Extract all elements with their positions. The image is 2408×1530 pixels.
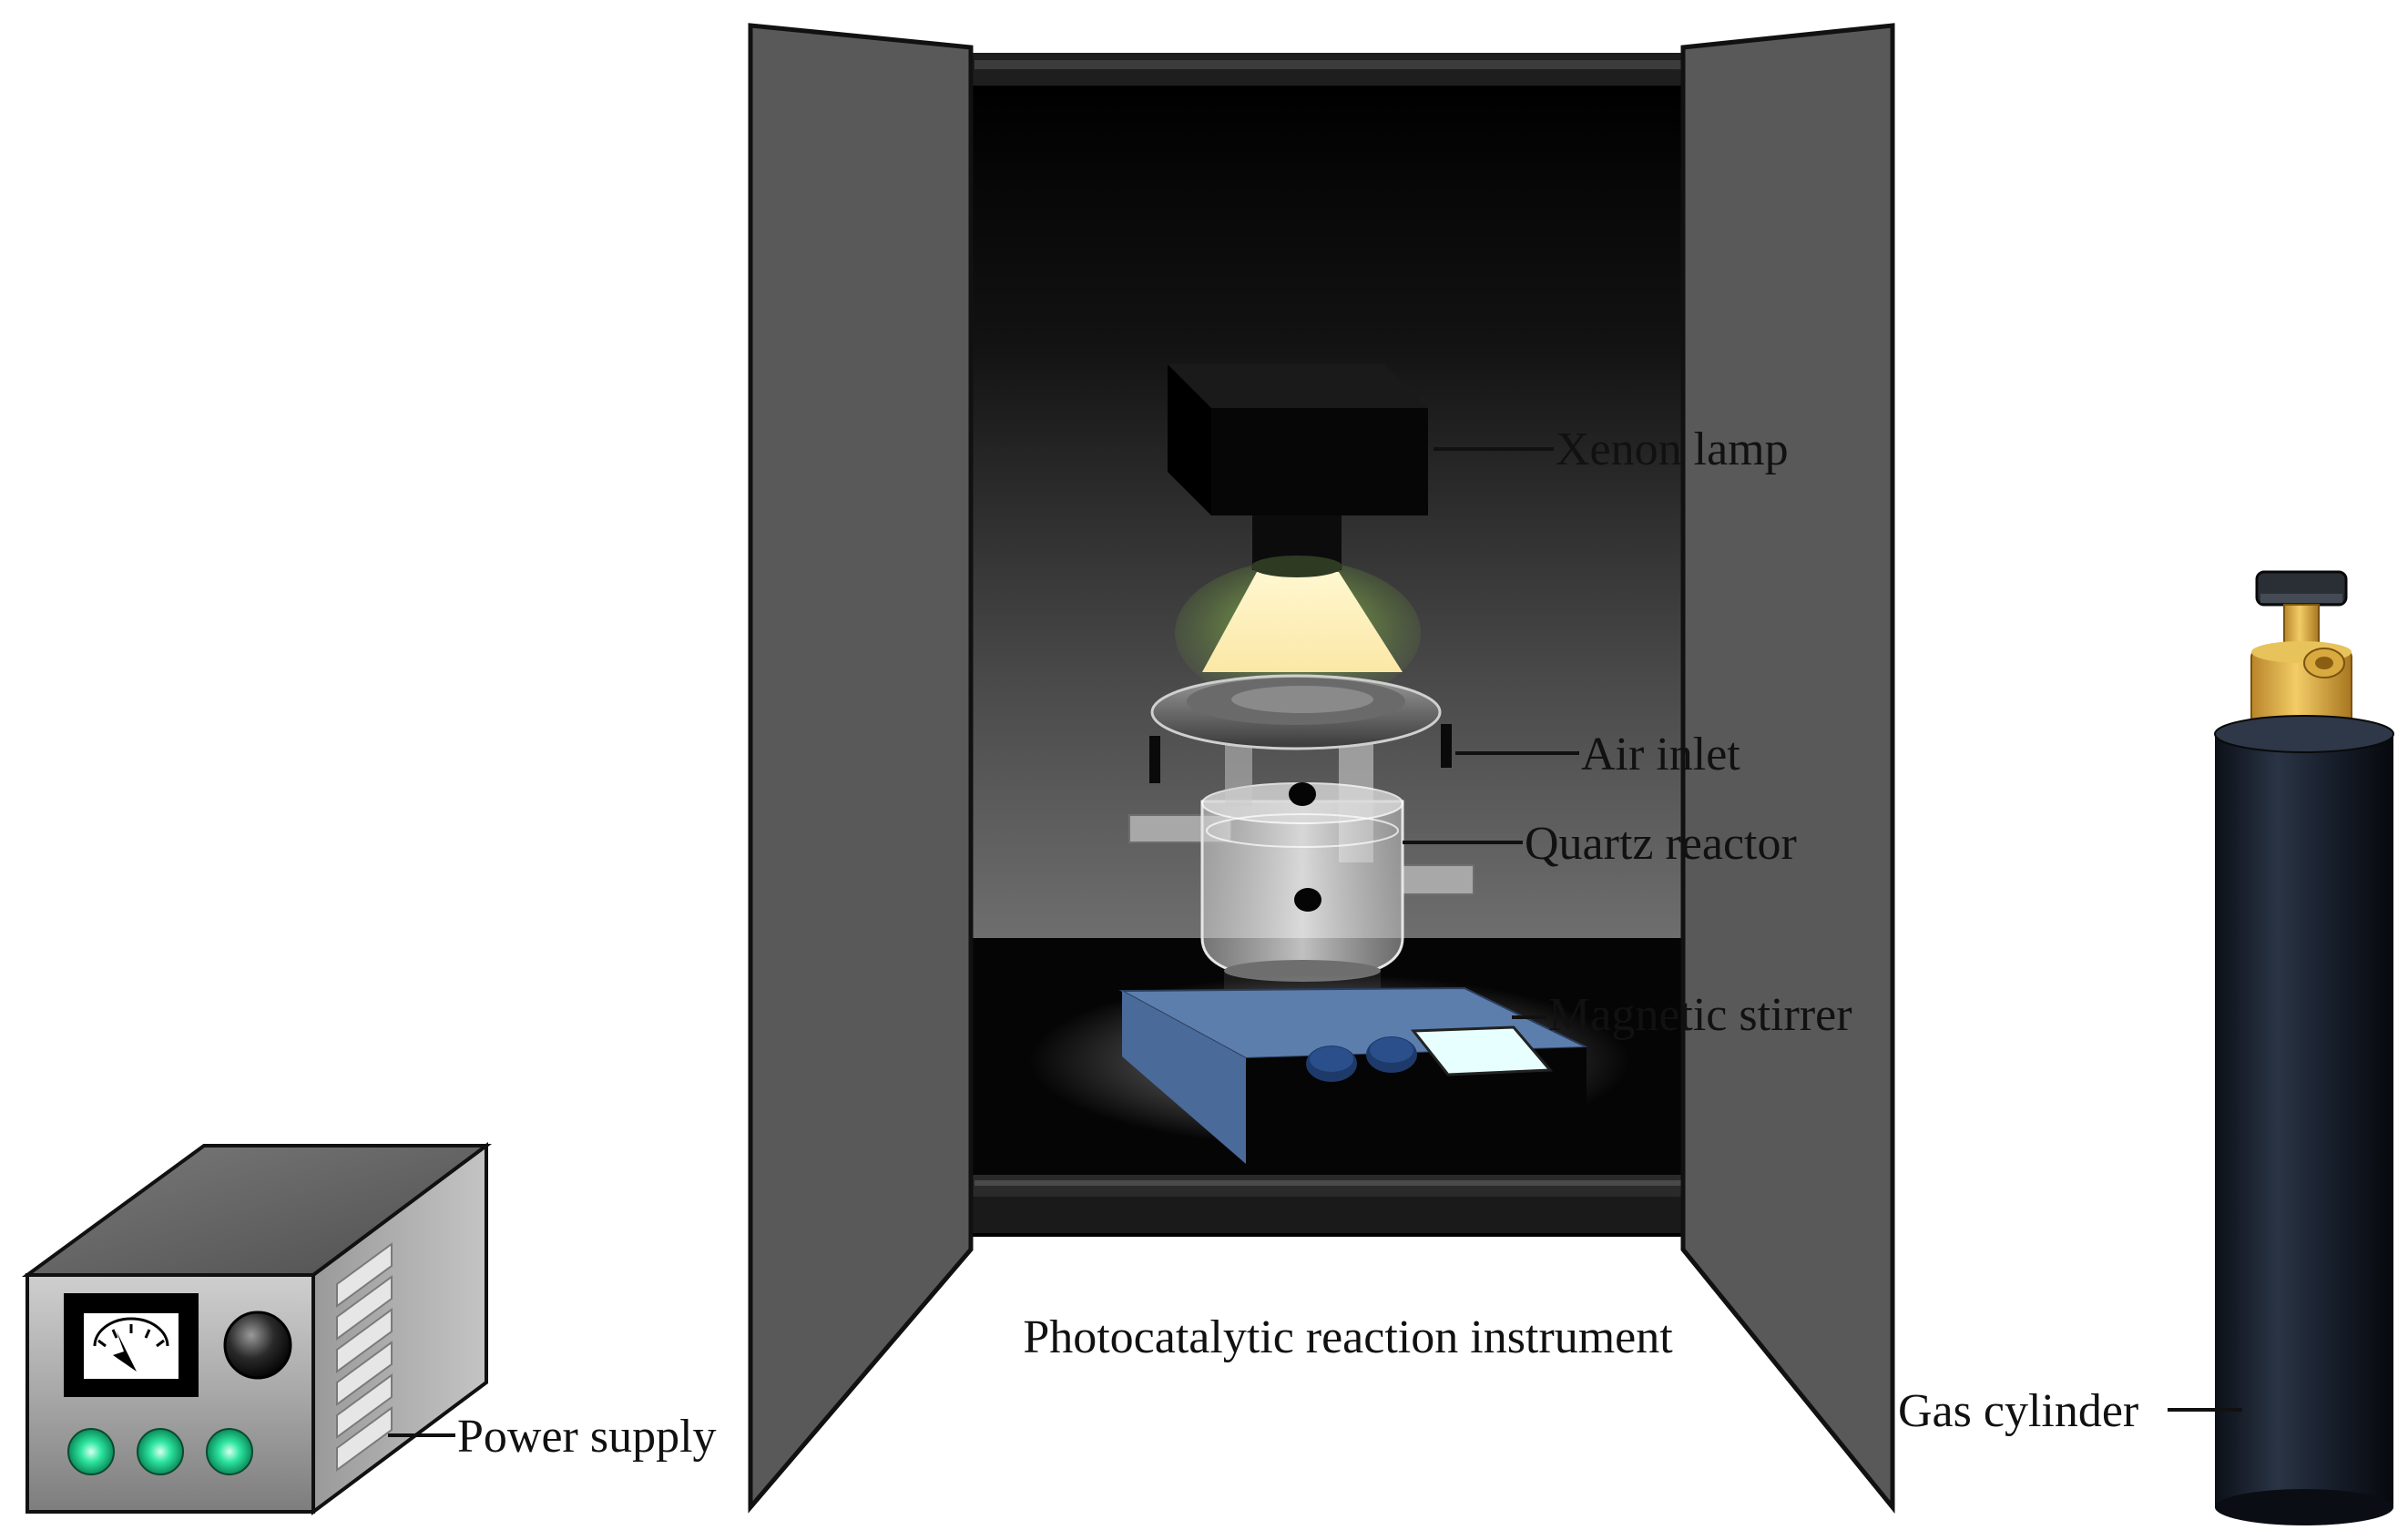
label-gas-cylinder: Gas cylinder: [1898, 1385, 2138, 1437]
indicator-light-icon: [67, 1428, 115, 1475]
label-instrument: Photocatalytic reaction instrument: [1023, 1311, 1673, 1363]
label-xenon-lamp: Xenon lamp: [1556, 423, 1789, 475]
label-quartz-reactor: Quartz reactor: [1525, 818, 1797, 870]
stirrer-display: [1410, 1025, 1554, 1076]
cabinet-right-door: [1680, 23, 1895, 1515]
xenon-lamp: [1168, 364, 1428, 706]
lamp-body: [1211, 408, 1428, 515]
cylinder-body: [2215, 733, 2393, 1507]
label-magnetic-stirrer: Magnetic stirrer: [1548, 989, 1852, 1041]
vent-icon: [336, 1242, 393, 1472]
lamp-body-side: [1168, 364, 1211, 515]
magnetic-stirrer: [1029, 974, 1630, 1164]
power-supply: [21, 1142, 493, 1515]
reactor-tube-right: [1400, 864, 1474, 895]
air-inlet-clamp-left: [1149, 736, 1160, 783]
reactor-port: [1294, 888, 1321, 912]
indicator-light-icon: [206, 1428, 253, 1475]
leader-lines: [388, 447, 2242, 1437]
round-knob-icon: [223, 1311, 292, 1380]
cabinet-left-door: [748, 23, 974, 1514]
lamp-body-top: [1168, 364, 1428, 408]
valve-outlet: [2303, 648, 2345, 678]
label-power-supply: Power supply: [457, 1411, 717, 1463]
label-air-inlet: Air inlet: [1581, 729, 1740, 780]
air-inlet-clamp-right: [1441, 724, 1452, 768]
reactor-port: [1289, 782, 1316, 806]
stirrer-front: [1122, 991, 1246, 1164]
gas-cylinder: [2214, 570, 2394, 1525]
light-beam: [1202, 572, 1403, 672]
indicator-light-icon: [137, 1428, 184, 1475]
